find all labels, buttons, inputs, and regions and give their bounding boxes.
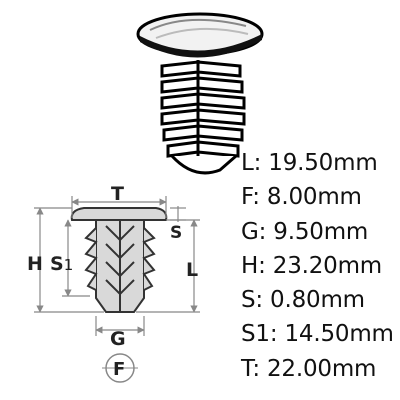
dim-f-label: F [113,359,125,380]
spec-s: S: 0.80mm [241,287,365,314]
clip-photo [136,12,264,175]
dim-g-label: G [110,328,126,350]
dim-s1-label: S1 [50,253,73,275]
spec-t: T: 22.00mm [241,355,377,382]
dim-l-label: L [186,259,198,281]
spec-s1: S1: 14.50mm [241,321,394,348]
spec-l: L: 19.50mm [241,150,378,176]
dim-h-label: H [27,253,43,275]
dim-s-label: S [170,223,182,243]
dimension-drawing: T H S1 S L G F [27,183,200,383]
spec-h: H: 23.20mm [241,252,383,279]
clip-stem [160,60,248,175]
spec-list: L: 19.50mm F: 8.00mm G: 9.50mm H: 23.20m… [241,146,394,386]
spec-g: G: 9.50mm [241,218,369,245]
dim-t-label: T [111,183,124,205]
clip-cap [136,12,264,58]
spec-f: F: 8.00mm [241,184,362,211]
dimension-lines [34,196,200,336]
